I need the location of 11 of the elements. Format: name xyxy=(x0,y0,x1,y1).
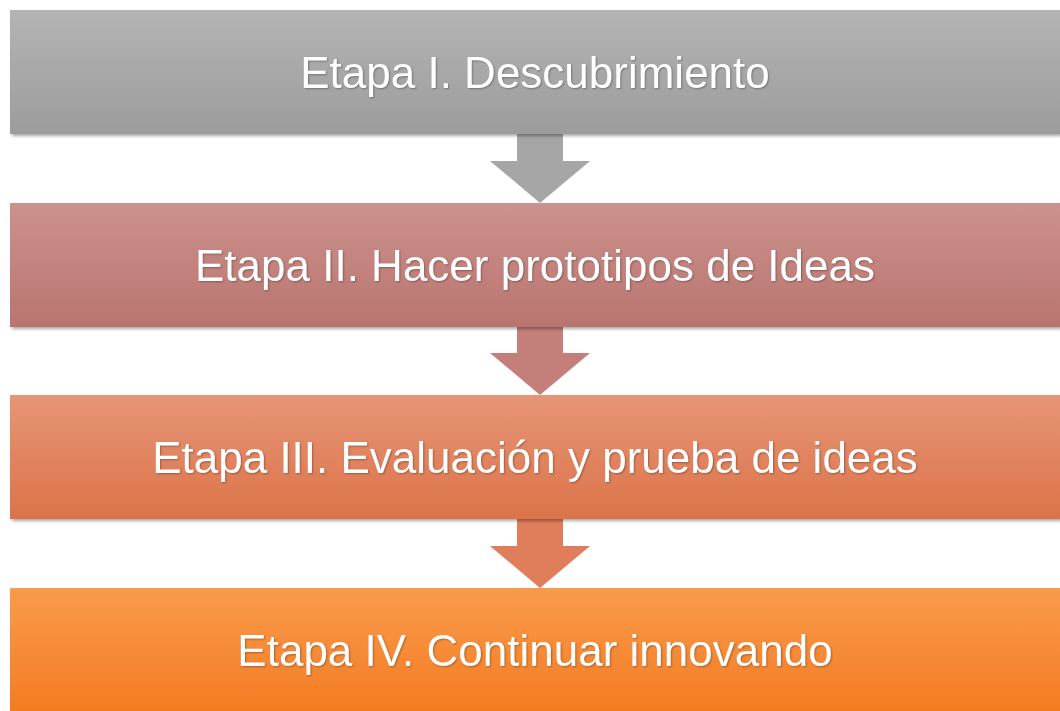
down-arrow xyxy=(490,519,590,588)
stage-title: Etapa III. Evaluación y prueba de ideas xyxy=(152,431,918,484)
stage-title: Etapa I. Descubrimiento xyxy=(300,46,770,99)
down-arrow xyxy=(490,134,590,203)
stage-box xyxy=(10,395,1060,519)
down-arrow xyxy=(490,327,590,395)
stage-box xyxy=(10,203,1060,327)
stage-box xyxy=(10,588,1060,711)
stage-title: Etapa II. Hacer prototipos de Ideas xyxy=(195,239,875,292)
stage-box xyxy=(10,10,1060,134)
stage-title: Etapa IV. Continuar innovando xyxy=(237,624,833,677)
